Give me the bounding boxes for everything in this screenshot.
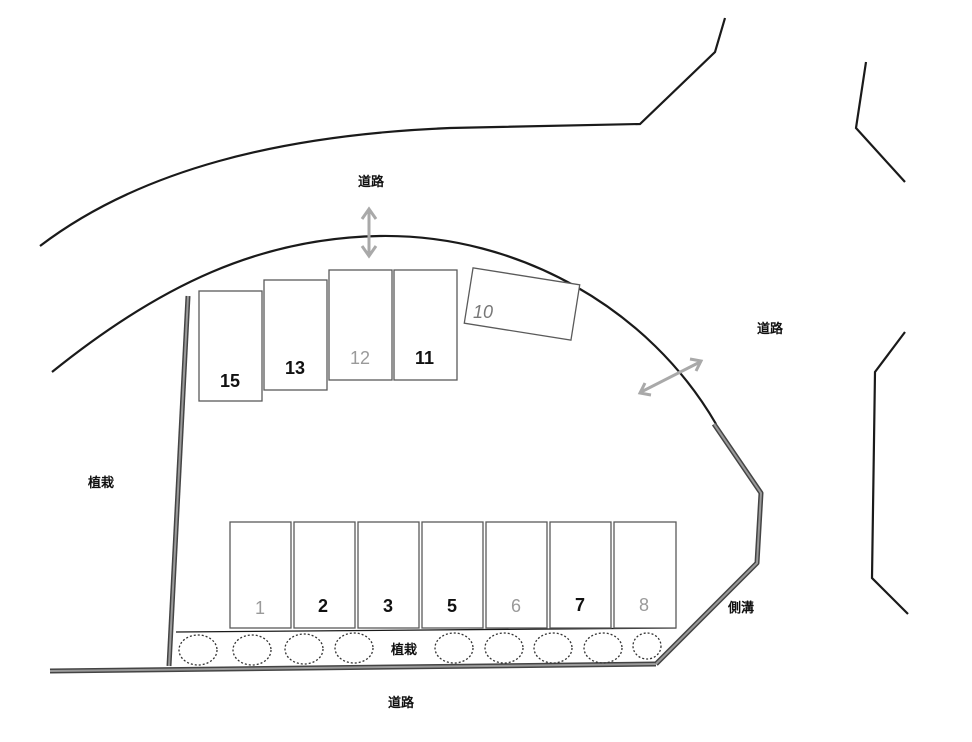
space-number-11: 11 <box>415 348 434 368</box>
shrub <box>334 632 374 664</box>
shrub <box>484 632 524 664</box>
access-arrow-right <box>637 357 704 397</box>
space-number-2: 2 <box>318 596 328 616</box>
shrub <box>232 634 272 666</box>
shrub-row <box>178 632 662 666</box>
parking-space-1 <box>229 521 292 629</box>
shrub <box>178 634 218 666</box>
space-number-8: 8 <box>639 595 649 615</box>
road-edge-right-upper <box>854 61 906 183</box>
lot-boundary-curve <box>51 234 717 425</box>
parking-space-13 <box>263 279 328 391</box>
parking-space-3 <box>357 521 420 629</box>
space-number-13: 13 <box>285 358 305 378</box>
shrub <box>583 632 623 664</box>
space-number-1: 1 <box>255 598 265 618</box>
parking-space-15 <box>198 290 263 402</box>
road-label-bottom: 道路 <box>388 695 415 711</box>
space-number-3: 3 <box>383 596 393 616</box>
space-number-10: 10 <box>473 302 493 322</box>
space-number-5: 5 <box>447 596 457 616</box>
parking-space-5 <box>421 521 484 629</box>
shrub <box>533 632 573 664</box>
road-edge-right-lower <box>870 331 909 615</box>
space-number-6: 6 <box>511 596 521 616</box>
access-arrow-top <box>360 206 378 259</box>
space-number-12: 12 <box>350 348 370 368</box>
parking-space-6 <box>485 521 548 629</box>
space-number-15: 15 <box>220 371 240 391</box>
shrub <box>632 632 662 660</box>
road-label-top: 道路 <box>358 174 385 190</box>
space-number-7: 7 <box>575 595 585 615</box>
side-ditch-label: 側溝 <box>727 600 754 616</box>
planting-label-bottom: 植栽 <box>390 642 417 658</box>
shrub <box>434 632 474 664</box>
parking-space-12 <box>328 269 393 381</box>
shrub <box>284 633 324 665</box>
planting-strip-edge <box>175 627 677 633</box>
parking-space-10 <box>463 267 581 341</box>
road-edge-top <box>39 17 727 247</box>
parking-space-7 <box>549 521 612 629</box>
road-label-right: 道路 <box>757 321 784 337</box>
parking-space-8 <box>613 521 677 629</box>
parking-space-2 <box>293 521 356 629</box>
parking-space-11 <box>393 269 458 381</box>
planting-label-left: 植栽 <box>87 475 114 491</box>
